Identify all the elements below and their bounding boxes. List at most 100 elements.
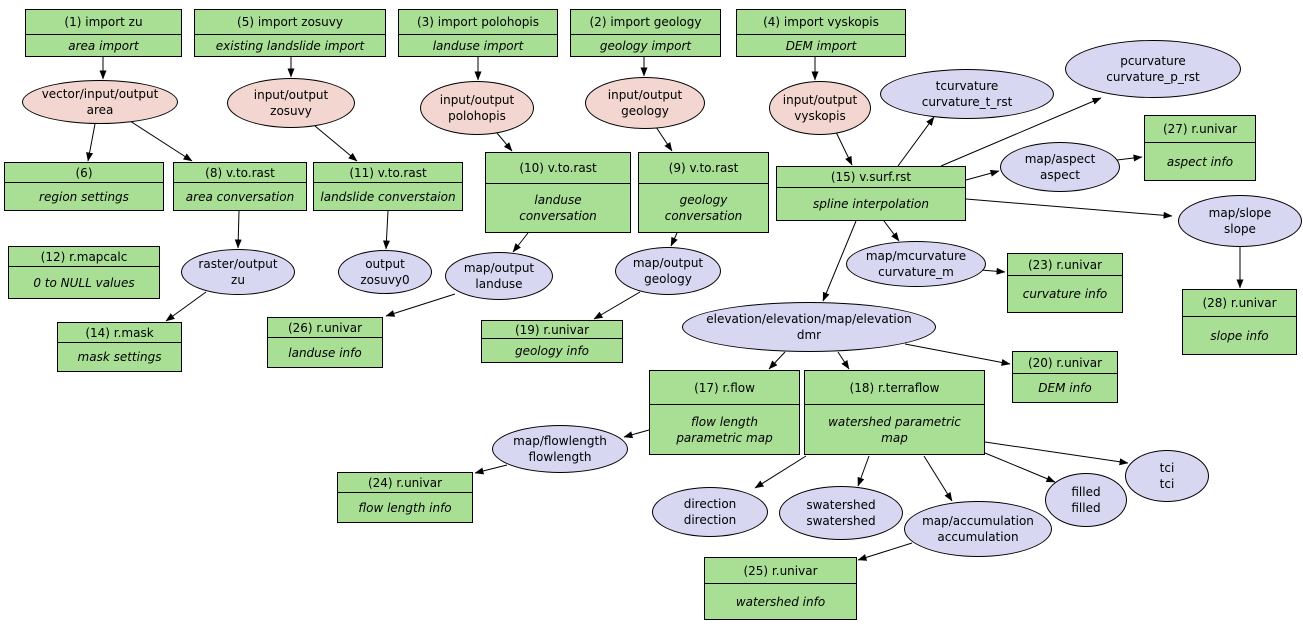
edge-accumulation-to-univar25 [857,542,913,561]
data-mcurvature[interactable]: map/mcurvature curvature_m [846,241,986,287]
data-filled[interactable]: filled filled [1045,473,1127,527]
edge-flowlength-to-univar24 [474,464,508,475]
data-tcurvature[interactable]: tcurvature curvature_t_rst [880,69,1054,119]
module-import-zosuvy-title: (5) import zosuvy [195,10,385,35]
edge-vsurfrst-to-slope [965,198,1173,219]
edge-dmr-to-rflow [768,351,786,370]
data-geology-out-label: map/output geology [632,256,704,286]
data-direction-label: direction direction [683,497,737,527]
data-flowlength-label: map/flowlength flowlength [513,434,607,464]
data-aspect[interactable]: map/aspect aspect [1000,142,1120,192]
module-univar26-title: (26) r.univar [268,318,382,338]
module-rmapcalc[interactable]: (12) r.mapcalc 0 to NULL values [8,246,160,299]
module-rflow-title: (17) r.flow [650,371,799,405]
data-accumulation[interactable]: map/accumulation accumulation [904,501,1052,557]
module-import-polohopis-title: (3) import polohopis [399,10,557,35]
module-import-vyskopis-subtitle: DEM import [785,38,857,53]
module-vtorast-landslide[interactable]: (11) v.to.rast landslide converstaion [313,162,463,211]
module-import-zu-title: (1) import zu [26,10,181,35]
module-vsurfrst-title: (15) v.surf.rst [777,167,965,188]
module-vsurfrst[interactable]: (15) v.surf.rst spline interpolation [776,166,966,221]
module-univar24[interactable]: (24) r.univar flow length info [337,472,473,523]
edge-vtorast-landslide-to-zosuvy0 [382,210,390,250]
module-import-geology-subtitle: geology import [599,38,692,53]
module-vtorast-landuse-title: (10) v.to.rast [486,153,630,184]
edge-dmr-to-univar20 [904,343,1011,366]
module-vtorast-landuse[interactable]: (10) v.to.rast landuse conversation [485,152,631,233]
module-rterraflow-title: (18) r.terraflow [805,371,984,405]
module-vtorast-geology-title: (9) v.to.rast [639,153,768,184]
module-univar20[interactable]: (20) r.univar DEM info [1012,351,1118,403]
data-mcurvature-label: map/mcurvature curvature_m [865,249,967,279]
data-aspect-label: map/aspect aspect [1024,152,1096,182]
module-import-zosuvy-subtitle: existing landslide import [215,38,365,53]
module-import-geology-title: (2) import geology [571,10,720,35]
module-region-settings-title: (6) [5,163,163,183]
module-univar19-title: (19) r.univar [482,321,622,339]
data-landuse[interactable]: map/output landuse [445,252,553,300]
module-import-vyskopis[interactable]: (4) import vyskopis DEM import [736,9,906,57]
module-rmask[interactable]: (14) r.mask mask settings [57,322,182,372]
edge-vyskopis-to-vsurfrst [835,131,853,166]
data-pcurvature[interactable]: pcurvature curvature_p_rst [1065,40,1241,98]
module-univar23[interactable]: (23) r.univar curvature info [1007,253,1123,313]
data-flowlength[interactable]: map/flowlength flowlength [492,425,628,473]
data-zu[interactable]: raster/output zu [181,249,295,295]
module-univar20-subtitle: DEM info [1038,381,1092,395]
module-rflow[interactable]: (17) r.flow flow length parametric map [649,370,800,455]
module-univar28[interactable]: (28) r.univar slope info [1182,289,1297,355]
data-geology-out[interactable]: map/output geology [615,247,721,295]
edge-area-to-region-settings [86,123,96,162]
data-tci[interactable]: tci tci [1125,450,1209,502]
edge-vsurfrst-to-mcurvature [883,220,900,242]
edge-mcurvature-to-univar23 [980,267,1006,275]
data-direction[interactable]: direction direction [652,487,768,537]
module-univar19[interactable]: (19) r.univar geology info [481,320,623,363]
edge-rterraflow-to-accumulation [923,455,953,502]
data-polohopis-label: input/output polohopis [439,93,515,123]
module-rterraflow[interactable]: (18) r.terraflow watershed parametric ma… [804,370,985,455]
edge-vsurfrst-to-pcurvature [940,97,1102,167]
module-vtorast-landuse-subtitle: landuse conversation [519,193,597,223]
data-vyskopis[interactable]: input/output vyskopis [769,81,871,135]
module-rmapcalc-subtitle: 0 to NULL values [33,275,135,290]
edge-vtorast-area-to-zu [234,210,242,249]
module-univar27-title: (27) r.univar [1145,116,1255,143]
module-vtorast-area-title: (8) v.to.rast [174,163,306,183]
module-region-settings[interactable]: (6) region settings [4,162,164,211]
data-zosuvy0[interactable]: output zosuvy0 [338,250,432,294]
data-geology[interactable]: input/output geology [585,77,705,129]
module-import-geology[interactable]: (2) import geology geology import [570,9,721,57]
data-geology-label: input/output geology [607,88,683,118]
data-slope[interactable]: map/slope slope [1178,195,1302,247]
module-rterraflow-subtitle: watershed parametric map [828,414,961,445]
module-vtorast-geology[interactable]: (9) v.to.rast geology conversation [638,152,769,233]
module-univar27[interactable]: (27) r.univar aspect info [1144,115,1256,181]
module-import-zu[interactable]: (1) import zu area import [25,9,182,57]
module-vtorast-landslide-title: (11) v.to.rast [314,163,462,183]
module-univar25[interactable]: (25) r.univar watershed info [704,557,857,620]
module-univar23-title: (23) r.univar [1008,254,1122,276]
module-vtorast-area[interactable]: (8) v.to.rast area conversation [173,162,307,211]
edge-geology-out-to-univar19 [593,291,641,320]
module-univar24-subtitle: flow length info [358,500,452,515]
data-zosuvy[interactable]: input/output zosuvy [227,78,355,128]
data-accumulation-label: map/accumulation accumulation [922,514,1034,544]
module-vsurfrst-subtitle: spline interpolation [813,197,929,211]
module-univar26[interactable]: (26) r.univar landuse info [267,317,383,368]
data-dmr[interactable]: elevation/elevation/map/elevation dmr [682,302,936,352]
data-area[interactable]: vector/input/output area [22,80,178,124]
module-univar27-subtitle: aspect info [1166,154,1234,169]
module-univar26-subtitle: landuse info [288,345,362,360]
data-dmr-label: elevation/elevation/map/elevation dmr [706,312,912,342]
data-polohopis[interactable]: input/output polohopis [420,81,534,135]
module-rmapcalc-title: (12) r.mapcalc [9,247,159,267]
data-swatershed[interactable]: swatershed swatershed [779,486,903,540]
edge-aspect-to-univar27 [1116,154,1143,162]
module-import-polohopis[interactable]: (3) import polohopis landuse import [398,9,558,57]
module-import-zosuvy[interactable]: (5) import zosuvy existing landslide imp… [194,9,386,57]
module-univar28-subtitle: slope info [1210,328,1269,343]
module-rflow-subtitle: flow length parametric map [676,414,773,445]
edge-landuse-to-univar26 [385,293,456,317]
